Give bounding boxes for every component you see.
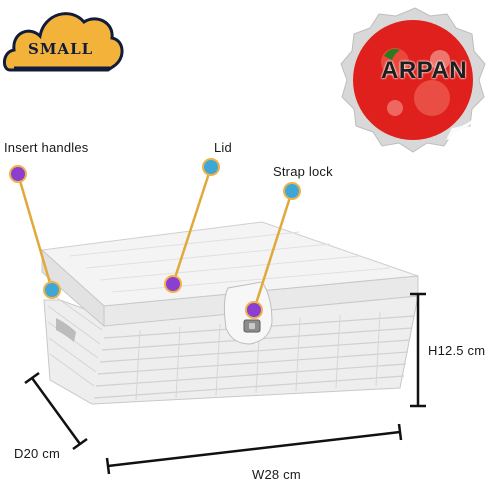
dimension-lines — [24, 292, 426, 475]
insert-handles-label: Insert handles — [4, 140, 89, 155]
insert-handles-marker — [9, 165, 27, 183]
arpan-logo-text: ARPAN — [381, 57, 468, 84]
strap-lock-anchor — [245, 301, 263, 319]
depth-label: D20 cm — [14, 446, 60, 461]
small-badge — [3, 12, 124, 72]
strap-lock-marker — [283, 182, 301, 200]
lid-label: Lid — [214, 140, 232, 155]
callout-markers — [9, 158, 301, 319]
small-badge-label: SMALL — [28, 40, 94, 58]
leader-lines — [16, 166, 294, 311]
height-label: H12.5 cm — [428, 343, 486, 358]
width-label: W28 cm — [252, 467, 301, 482]
width-dimension-line — [107, 430, 401, 468]
basket — [40, 221, 419, 405]
insert-handles-anchor — [43, 281, 61, 299]
lid-marker — [202, 158, 220, 176]
strap-lock-label: Strap lock — [273, 164, 333, 179]
depth-dimension-line — [30, 377, 82, 445]
arpan-seal — [340, 7, 486, 153]
lid-anchor — [164, 275, 182, 293]
